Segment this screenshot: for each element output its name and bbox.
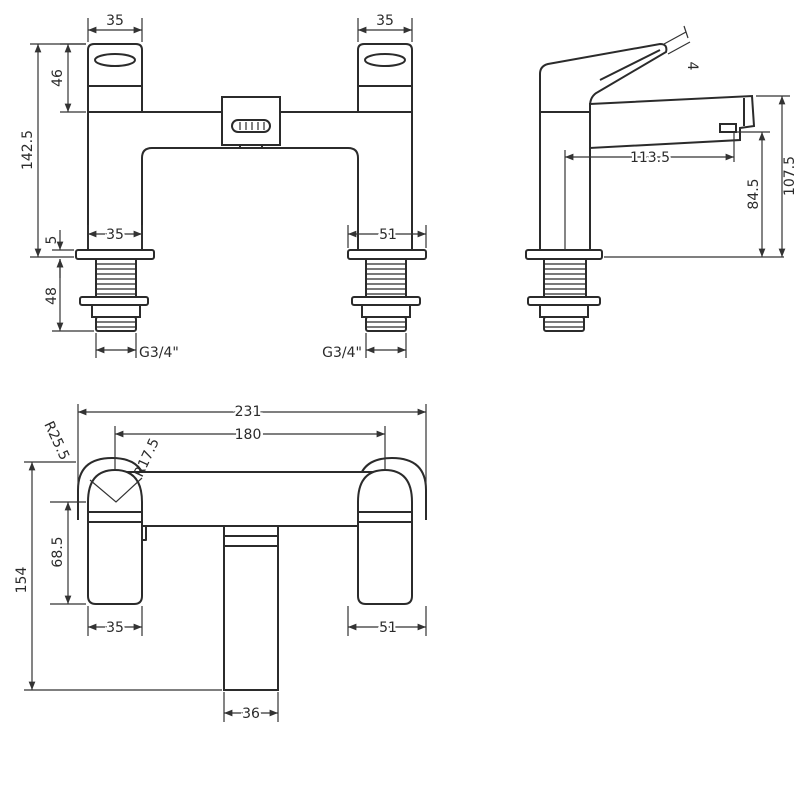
top-dim-handle-depth: 68.5 xyxy=(50,501,86,605)
front-view: 35 35 46 142.5 5 xyxy=(20,13,427,361)
dim-radius-outer: R25.5 xyxy=(40,419,72,463)
dim-label: 51 xyxy=(379,620,397,636)
dim-label: 107.5 xyxy=(782,156,798,196)
front-dim-base-left: 35 xyxy=(87,225,143,248)
dim-label: 36 xyxy=(242,706,260,722)
dim-label: 5 xyxy=(44,236,60,245)
dim-label: 84.5 xyxy=(746,178,762,209)
top-body xyxy=(111,471,395,527)
dim-label: 48 xyxy=(44,287,60,305)
side-flange xyxy=(525,249,603,260)
top-dim-base-right: 51 xyxy=(347,606,427,638)
dim-label: 180 xyxy=(235,427,262,443)
front-dim-shank: 48 xyxy=(44,259,94,332)
dim-label: 35 xyxy=(106,620,124,636)
dim-label: 113.5 xyxy=(630,150,670,166)
dim-label: G3/4" xyxy=(322,345,362,361)
front-dim-base-right: 51 xyxy=(347,225,427,248)
front-shank-right xyxy=(351,258,421,332)
front-dim-handle-right: 35 xyxy=(357,13,413,42)
top-handle-left xyxy=(87,468,143,605)
front-flange-left xyxy=(75,249,155,260)
top-dim-spout-width: 36 xyxy=(223,692,279,724)
dim-label: 231 xyxy=(235,404,262,420)
front-dim-handle-height: 46 xyxy=(50,43,86,113)
side-dim-overall-height: 107.5 xyxy=(756,95,798,257)
front-aerator xyxy=(231,119,271,133)
front-dim-thread-right: G3/4" xyxy=(322,333,407,361)
front-shank-left xyxy=(79,258,149,332)
top-dim-overall-depth: 154 xyxy=(14,461,222,691)
front-body xyxy=(87,111,413,251)
front-handle-left xyxy=(87,43,143,113)
side-spout xyxy=(589,94,756,150)
dim-label: 154 xyxy=(14,567,30,594)
side-view: 4 113.5 84.5 107.5 xyxy=(525,25,798,332)
side-dim-spout-height: 84.5 xyxy=(604,131,784,258)
dim-label: 35 xyxy=(106,227,124,243)
front-handle-right xyxy=(357,43,413,113)
front-dim-handle-left: 35 xyxy=(87,13,143,42)
top-view: 231 180 R25.5 R17.5 154 68.5 xyxy=(14,402,427,724)
top-handle-right xyxy=(357,468,413,605)
dim-label: 51 xyxy=(379,227,397,243)
front-dim-thread-left: G3/4" xyxy=(95,333,179,361)
dim-label: G3/4" xyxy=(139,345,179,361)
dim-label: 35 xyxy=(376,13,394,29)
top-dim-base-left: 35 xyxy=(87,606,143,638)
side-dim-spout-reach: 113.5 xyxy=(564,132,735,250)
dim-label: 68.5 xyxy=(50,536,66,567)
top-spout xyxy=(223,525,279,691)
side-shank xyxy=(527,258,601,332)
top-dim-overall-width: 231 xyxy=(77,402,427,486)
dim-label: 142.5 xyxy=(20,130,36,170)
top-dim-centres: 180 xyxy=(114,425,386,470)
dim-label: 4 xyxy=(684,62,700,71)
front-dim-overall-height: 142.5 xyxy=(20,43,86,258)
front-flange-right xyxy=(347,249,427,260)
dim-label: 46 xyxy=(50,69,66,87)
dim-label: 35 xyxy=(106,13,124,29)
side-dim-lever-angle: 4 xyxy=(663,25,700,71)
front-dim-flange: 5 xyxy=(44,230,74,278)
